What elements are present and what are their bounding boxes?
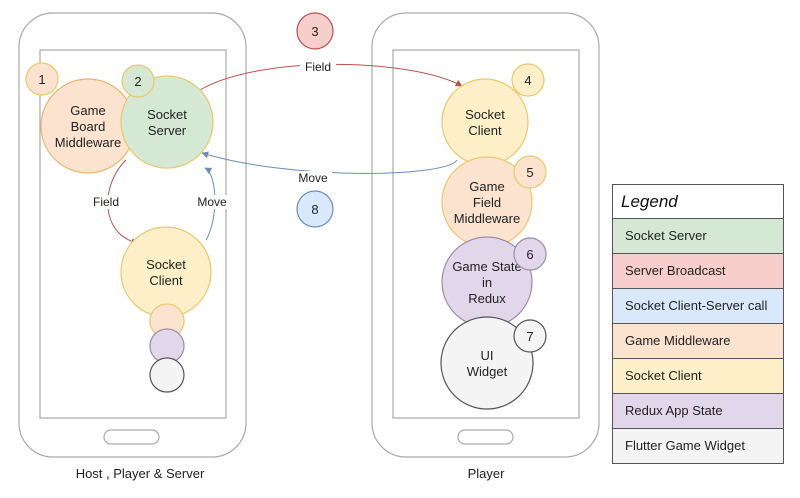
node-mini-widget — [149, 357, 185, 393]
step-badge-4: 4 — [511, 63, 545, 97]
step-badge-number: 6 — [526, 247, 533, 262]
player-phone-label: Player — [468, 466, 506, 481]
edge-label-move-host: Move — [197, 195, 227, 209]
step-badge-5: 5 — [513, 155, 547, 189]
node-label-game-state-redux: in — [482, 275, 492, 290]
step-badge-number: 4 — [524, 73, 531, 88]
node-label-game-field-middleware: Field — [473, 195, 501, 210]
step-badge-number: 3 — [311, 24, 318, 39]
step-badge-3: 3 — [296, 12, 334, 50]
step-badge-number: 5 — [526, 165, 533, 180]
edge-label-field-host: Field — [93, 195, 119, 209]
legend-item-redux-app-state: Redux App State — [613, 394, 783, 429]
edge-label-move-middle: Move — [298, 171, 328, 185]
step-badge-8: 8 — [296, 190, 334, 228]
legend-item-game-middleware: Game Middleware — [613, 324, 783, 359]
player-home-button — [457, 429, 514, 445]
node-label-socket-client-player: Client — [468, 123, 502, 138]
node-label-socket-server: Socket — [147, 107, 187, 122]
node-label-game-board-middleware: Board — [71, 119, 106, 134]
step-badge-1: 1 — [25, 62, 59, 96]
legend-item-socket-server: Socket Server — [613, 219, 783, 254]
node-label-socket-client-host: Client — [149, 273, 183, 288]
step-badge-number: 7 — [526, 329, 533, 344]
step-badge-number: 8 — [311, 202, 318, 217]
node-label-socket-client-player: Socket — [465, 107, 505, 122]
step-badge-number: 1 — [38, 72, 45, 87]
legend-title: Legend — [613, 185, 783, 219]
legend-item-socket-client: Socket Client — [613, 359, 783, 394]
node-label-ui-widget: UI — [481, 348, 494, 363]
legend-item-client-server-call: Socket Client-Server call — [613, 289, 783, 324]
step-badge-6: 6 — [513, 237, 547, 271]
node-label-game-board-middleware: Middleware — [55, 135, 121, 150]
legend-item-flutter-game-widget: Flutter Game Widget — [613, 429, 783, 463]
step-badge-7: 7 — [513, 319, 547, 353]
node-label-game-field-middleware: Middleware — [454, 211, 520, 226]
node-label-game-field-middleware: Game — [469, 179, 504, 194]
legend: Legend Socket Server Server Broadcast So… — [612, 184, 784, 464]
node-label-game-state-redux: Game State — [452, 259, 521, 274]
node-label-ui-widget: Widget — [467, 364, 508, 379]
legend-item-server-broadcast: Server Broadcast — [613, 254, 783, 289]
host-phone-label: Host , Player & Server — [76, 466, 205, 481]
node-label-socket-client-host: Socket — [146, 257, 186, 272]
edge-label-field-top: Field — [305, 60, 331, 74]
node-label-game-board-middleware: Game — [70, 103, 105, 118]
edge-client-to-server-move — [201, 151, 458, 174]
node-label-game-state-redux: Redux — [468, 291, 506, 306]
step-badge-2: 2 — [121, 64, 155, 98]
node-label-socket-server: Server — [148, 123, 187, 138]
host-home-button — [103, 429, 160, 445]
step-badge-number: 2 — [134, 74, 141, 89]
